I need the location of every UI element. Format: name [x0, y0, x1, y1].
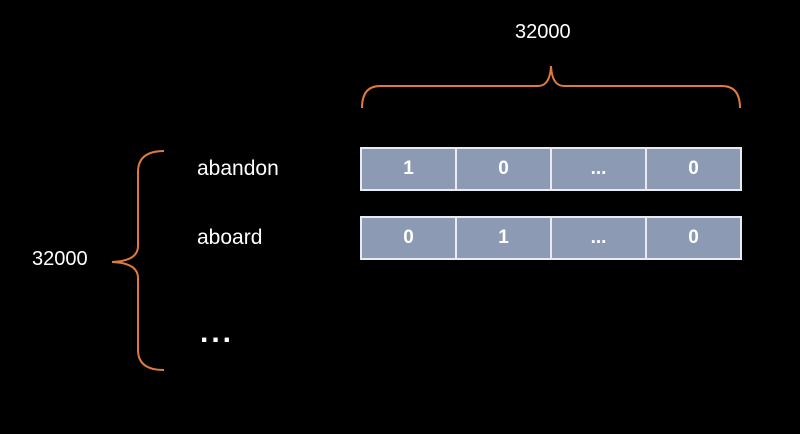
- top-brace: [361, 65, 741, 109]
- vector-cell: 0: [688, 158, 699, 179]
- vector-cell: ...: [552, 149, 647, 189]
- vector-cell: ...: [552, 218, 647, 258]
- vector-length-label: 32000: [515, 21, 571, 43]
- vector-cell: 0: [688, 227, 699, 248]
- one-hot-vector-row: 0 1 ... 0: [360, 216, 742, 260]
- one-hot-vector-row: 1 0 ... 0: [360, 147, 742, 191]
- vocab-size-label: 32000: [32, 248, 88, 270]
- word-label-abandon: abandon: [197, 157, 279, 180]
- more-rows-ellipsis: ...: [200, 316, 235, 349]
- vector-cell: 0: [457, 149, 552, 189]
- vector-cell: 0: [362, 218, 457, 258]
- vector-cell: 1: [362, 149, 457, 189]
- left-brace: [111, 150, 165, 371]
- vector-cell: 1: [457, 218, 552, 258]
- word-label-aboard: aboard: [197, 226, 263, 249]
